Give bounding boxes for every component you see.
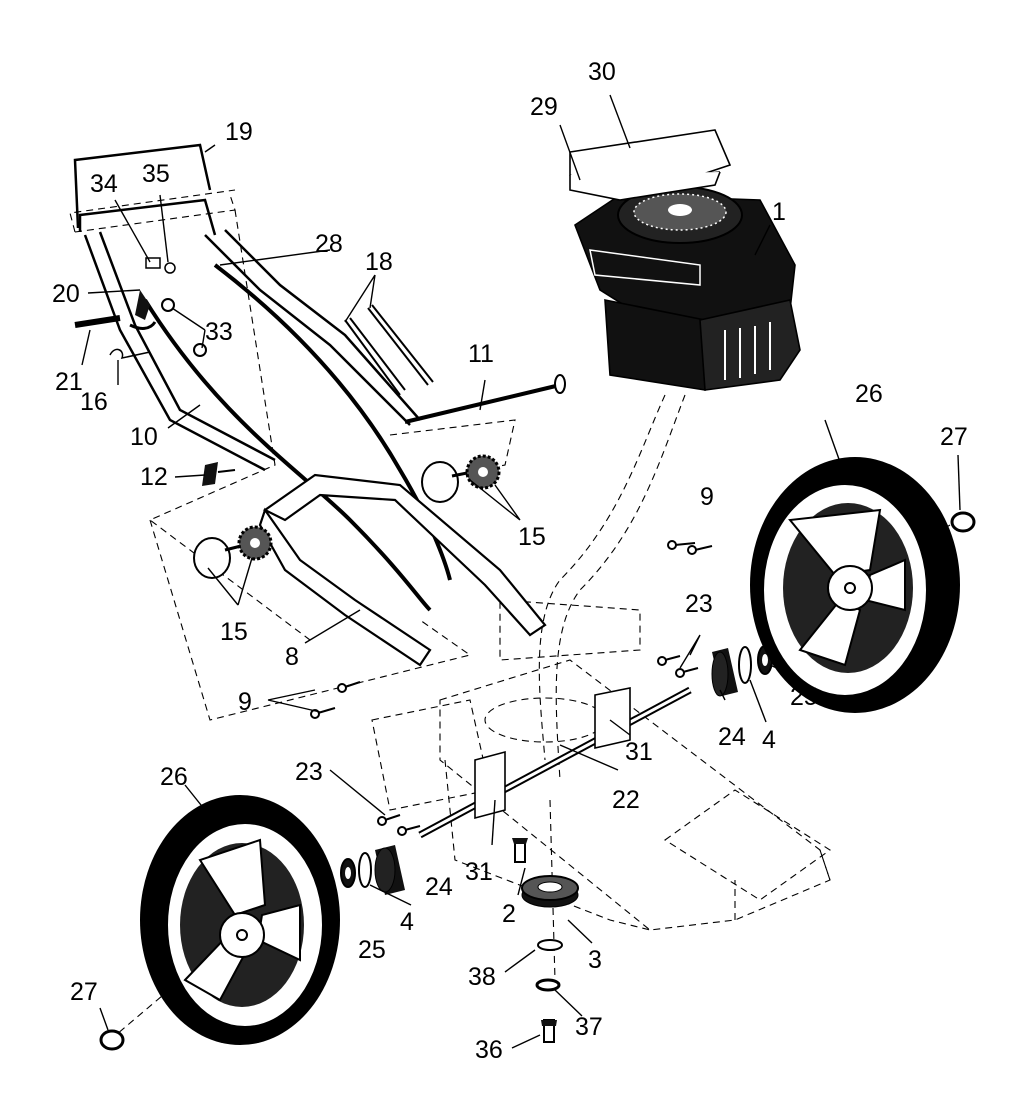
- callout-20: 20: [52, 280, 80, 308]
- callout-9: 9: [700, 483, 714, 511]
- left-wheel: [140, 795, 340, 1045]
- callout-4: 4: [400, 908, 414, 936]
- control-lever: [74, 257, 207, 360]
- left-hub-cap: [99, 1029, 125, 1051]
- cable-ties: [344, 304, 434, 396]
- upper-handle: [73, 143, 421, 472]
- pull-rod: [404, 374, 566, 424]
- callout-26: 26: [855, 380, 883, 408]
- right-wheel: [750, 457, 960, 713]
- control-cable: [143, 263, 452, 612]
- right-axle-spacers: [711, 645, 773, 697]
- callout-12: 12: [140, 463, 168, 491]
- callout-24: 24: [718, 723, 746, 751]
- callout-27: 27: [70, 978, 98, 1006]
- callout-9: 9: [238, 688, 252, 716]
- callout-31: 31: [465, 858, 493, 886]
- air-filter-cover: [569, 129, 732, 201]
- callout-31: 31: [625, 738, 653, 766]
- callout-34: 34: [90, 170, 118, 198]
- callout-16: 16: [80, 388, 108, 416]
- callout-28: 28: [315, 230, 343, 258]
- callout-2: 2: [502, 900, 516, 928]
- handle-bracket: [202, 462, 236, 486]
- knob-assembly-right: [421, 454, 501, 503]
- callout-8: 8: [285, 643, 299, 671]
- callout-36: 36: [475, 1036, 503, 1064]
- callout-29: 29: [530, 93, 558, 121]
- callout-4: 4: [762, 726, 776, 754]
- callout-27: 27: [940, 423, 968, 451]
- callout-24: 24: [425, 873, 453, 901]
- knob-assembly-left: [193, 525, 273, 579]
- callout-25: 25: [358, 936, 386, 964]
- callout-10: 10: [130, 423, 158, 451]
- callout-11: 11: [468, 340, 494, 368]
- handle-bolts: [310, 540, 713, 836]
- callout-1: 1: [772, 198, 786, 226]
- callout-15: 15: [518, 523, 546, 551]
- left-axle-spacers: [340, 845, 405, 895]
- callout-15: 15: [220, 618, 248, 646]
- callout-30: 30: [588, 58, 616, 86]
- callout-33: 33: [205, 318, 233, 346]
- callout-3: 3: [588, 946, 602, 974]
- callout-18: 18: [365, 248, 393, 276]
- leader-lines: [81, 94, 961, 1049]
- callout-numbers: 1 2 3 4 4 8 9 9 10 11 12 15 15 16 18 19 …: [52, 58, 968, 1064]
- engine: [574, 186, 801, 391]
- callout-35: 35: [142, 160, 170, 188]
- callout-37: 37: [575, 1013, 603, 1041]
- rear-axle: [418, 686, 692, 839]
- lower-handle: [258, 473, 547, 667]
- callout-26: 26: [160, 763, 188, 791]
- right-hub-cap: [950, 511, 976, 533]
- callout-23: 23: [295, 758, 323, 786]
- callout-22: 22: [612, 786, 640, 814]
- callout-23: 23: [685, 590, 713, 618]
- callout-19: 19: [225, 118, 253, 146]
- callout-21: 21: [55, 368, 83, 396]
- pulley-assembly: [512, 838, 579, 1043]
- callout-38: 38: [468, 963, 496, 991]
- callout-25: 25: [790, 683, 818, 711]
